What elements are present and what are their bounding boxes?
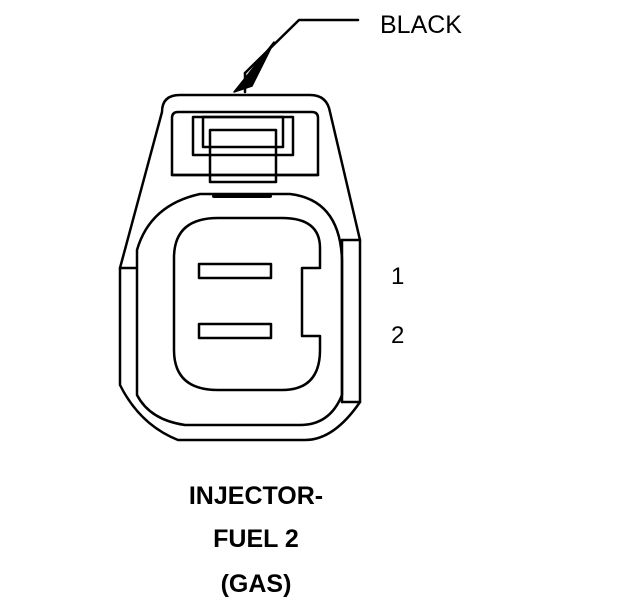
terminal-slot-1 xyxy=(197,262,273,280)
latch xyxy=(170,110,320,198)
arrowhead-icon xyxy=(233,41,275,93)
terminal-slot-2 xyxy=(197,322,273,340)
wire-color-label: BLACK xyxy=(380,11,462,39)
pin-number-2: 2 xyxy=(391,322,405,349)
color-leader xyxy=(233,18,360,94)
connector-title-line-2: FUEL 2 xyxy=(213,525,299,553)
connector-title-line-1: INJECTOR- xyxy=(188,482,324,510)
mating-face xyxy=(172,216,322,392)
inner-collar xyxy=(135,192,344,427)
connector-title-line-3: (GAS) xyxy=(220,570,292,598)
pin-number-1: 1 xyxy=(391,263,405,290)
